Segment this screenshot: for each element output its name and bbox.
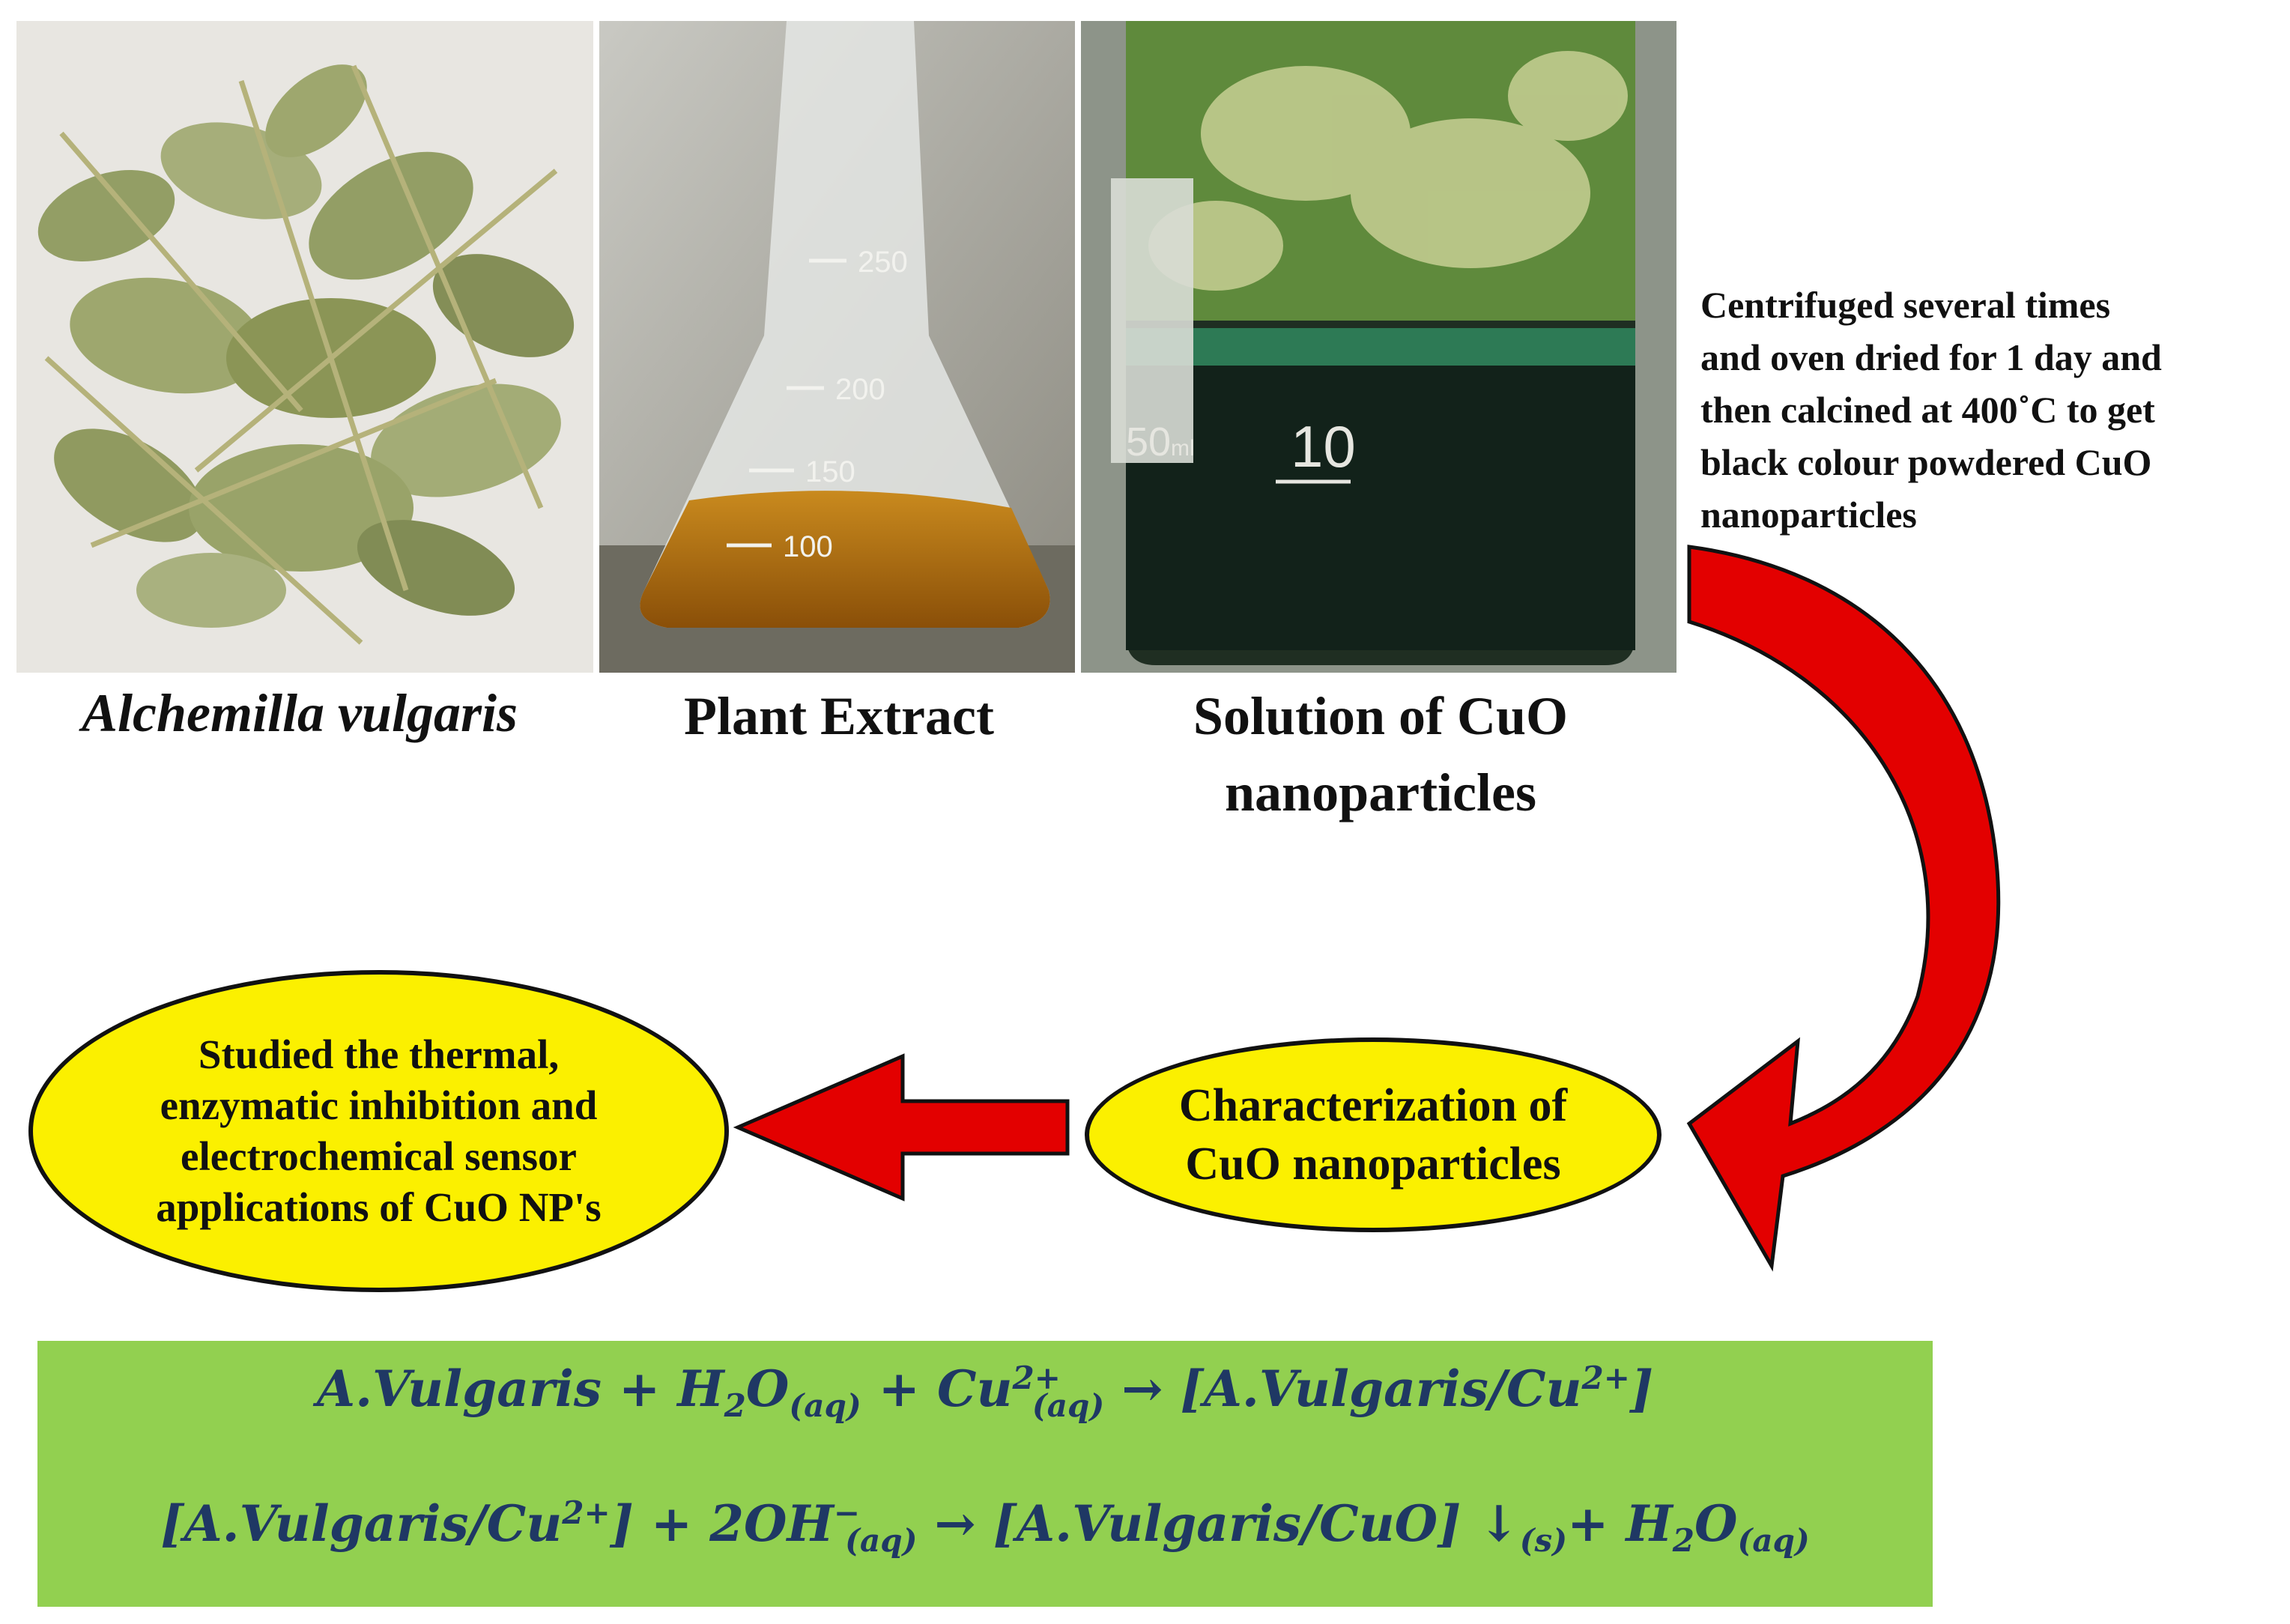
- leaves-illustration: [16, 21, 593, 673]
- oval-applications-line: applications of CuO NP's: [156, 1184, 602, 1230]
- oval-applications: Studied the thermal, enzymatic inhibitio…: [28, 970, 729, 1292]
- oval-characterization: Characterization of CuO nanoparticles: [1085, 1037, 1662, 1232]
- equation-2: [A.Vulgaris/Cu2+] + 2OH−(aq) → [A.Vulgar…: [160, 1494, 1810, 1560]
- caption-alchemilla-vulgaris: Alchemilla vulgaris: [81, 683, 518, 743]
- beaker-mark-50: 50: [1126, 419, 1171, 464]
- beaker-mark-10: 10: [1291, 413, 1356, 479]
- flask-mark-250: 250: [858, 246, 908, 279]
- process-note-line: nanoparticles: [1700, 494, 1917, 536]
- process-note-line: Centrifuged several times: [1700, 284, 2111, 326]
- photo-plant-extract-flask: 250 200 150 100: [599, 21, 1075, 673]
- oval-applications-line: electrochemical sensor: [181, 1133, 577, 1179]
- photo-alchemilla-leaves: [16, 21, 593, 673]
- flask-mark-150: 150: [805, 455, 855, 488]
- photo-cuo-solution-beaker: 10 50 ml: [1081, 21, 1676, 673]
- oval-applications-line: Studied the thermal,: [198, 1031, 560, 1077]
- beaker-illustration: 10 50 ml: [1081, 21, 1676, 673]
- process-note: Centrifuged several times and oven dried…: [1700, 279, 2290, 541]
- flask-illustration: 250 200 150 100: [599, 21, 1075, 673]
- equation-1: A.Vulgaris + H2O(aq) + Cu2+(aq) → [A.Vul…: [316, 1360, 1654, 1425]
- equation-box: A.Vulgaris + H2O(aq) + Cu2+(aq) → [A.Vul…: [37, 1341, 1933, 1607]
- process-note-line: black colour powdered CuO: [1700, 441, 2152, 483]
- curved-arrow: [1686, 545, 2001, 1272]
- flask-mark-100: 100: [783, 530, 833, 563]
- flask-mark-200: 200: [835, 373, 885, 406]
- process-note-line: and oven dried for 1 day and: [1700, 336, 2162, 378]
- oval-applications-line: enzymatic inhibition and: [160, 1082, 598, 1128]
- process-note-line: then calcined at 400˚C to get: [1700, 389, 2155, 431]
- caption-cuo-solution-line2: nanoparticles: [1224, 763, 1536, 822]
- oval-characterization-line: Characterization of: [1178, 1080, 1568, 1131]
- left-arrow: [733, 1053, 1070, 1202]
- caption-plant-extract: Plant Extract: [684, 686, 994, 746]
- beaker-mark-ml: ml: [1171, 436, 1195, 461]
- caption-cuo-solution-line1: Solution of CuO: [1193, 686, 1569, 746]
- oval-characterization-line: CuO nanoparticles: [1185, 1139, 1561, 1190]
